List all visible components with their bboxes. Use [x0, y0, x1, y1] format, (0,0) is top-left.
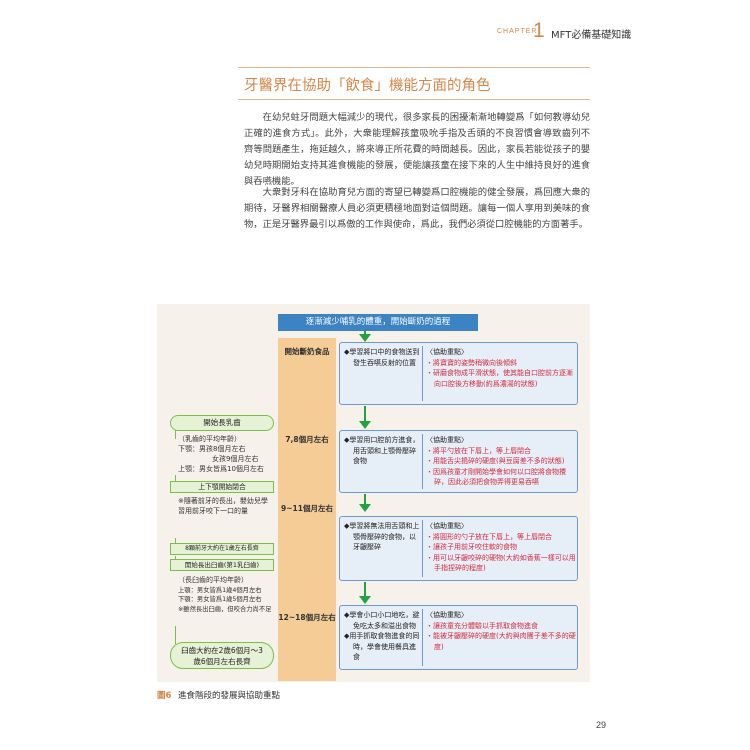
- left-connector-3: [175, 538, 176, 546]
- chapter-title: MFT必備基礎知識: [551, 30, 632, 41]
- box-1-points: 〈協助重點〉 ・將寶寶的姿勢稍微向後傾斜 ・研磨食物成平滑狀態，使其能自口腔前方…: [426, 348, 573, 388]
- arrow-line-0: [364, 331, 366, 335]
- arrow-head-0: [359, 334, 371, 342]
- section-title: 牙醫界在協助「飲食」機能方面的角色: [244, 78, 491, 94]
- lips-close-label: 上下顎開始閉合: [170, 481, 274, 493]
- paragraph-1: 在幼兒蛀牙問題大幅減少的現代，很多家長的困擾漸漸地轉變爲「如何教導幼兒正確的進食…: [244, 112, 590, 187]
- section-rule-bottom: [238, 99, 590, 100]
- box-4-goal: ◆學會小口小口地吃，避免吃太多和溢出食物 ◆用手抓取食物進食的同時，學會使用餐具…: [344, 611, 420, 661]
- left-connector-5: [175, 626, 176, 644]
- box-2-points: 〈協助重點〉 ・將平勺放在下唇上，等上唇閉合 ・用能舌尖搗碎的硬度(與豆腐差不多…: [426, 436, 566, 486]
- left-connector-1: [175, 425, 176, 439]
- arrow-head-1: [359, 421, 371, 429]
- paragraph-2: 大衆對牙科在協助育兒方面的寄望已轉變爲口腔機能的健全發展，爲回應大衆的期待，牙醫…: [244, 187, 590, 230]
- figure-caption-label: 圖6: [157, 691, 172, 701]
- stage-label-1: 開始斷奶食品: [284, 347, 330, 356]
- stage-box-3: ◆學習將無法用舌頭和上顎骨壓碎的食物，以牙齦壓碎 〈協助重點〉 ・將圓形的勺子放…: [339, 516, 578, 581]
- stage-box-2: ◆學習用口腔前方進食，用舌頭和上顎骨壓碎食物 〈協助重點〉 ・將平勺放在下唇上，…: [339, 430, 578, 493]
- box-2-goal: ◆學習用口腔前方進食，用舌頭和上顎骨壓碎食物: [344, 436, 420, 465]
- chapter-number: 1: [533, 19, 545, 42]
- front-teeth-note: ※隨著前牙的長出，嬰幼兒學習用前牙咬下一口的量: [178, 497, 268, 515]
- box-2-divider: [422, 434, 423, 489]
- stage-label-4: 12~18個月左右: [278, 613, 336, 622]
- timeline-column: [278, 338, 336, 681]
- teeth-average-block: （乳齒的平均年齡） 下顎：男孩8個月左右 女孩9個月左右 上顎：男女皆爲10個月…: [178, 435, 264, 473]
- molar-average-block: （長臼齒的平均年齡） 上顎：男女皆爲1歲4個月左右 下顎：男女皆爲1歲5個月左右…: [178, 576, 272, 613]
- arrow-head-2: [359, 504, 371, 512]
- left-connector-4: [175, 556, 176, 560]
- molar-complete-label: 臼齒大約在2歲6個月～3歲6個月左右長齊: [170, 642, 274, 669]
- box-4-points: 〈協助重點〉 ・讓孩童充分體驗以手抓取食物進食 ・能被牙齦壓碎的硬度(大約與肉團…: [426, 611, 576, 651]
- arrow-head-3: [359, 596, 371, 604]
- eight-teeth-label: 8顆前牙大約在1歲左右長齊: [170, 543, 274, 555]
- box-3-divider: [422, 520, 423, 577]
- figure-top-bar: 逐漸減少哺乳的體重，開始斷奶的過程: [278, 314, 478, 331]
- page-number: 29: [596, 720, 607, 730]
- box-3-points: 〈協助重點〉 ・將圓形的勺子放在下唇上，等上唇閉合 ・讓孩子用前牙咬住軟的食物 …: [426, 522, 576, 572]
- stage-label-2: 7,8個月左右: [285, 435, 329, 444]
- stage-label-3: 9~11個月左右: [281, 504, 333, 513]
- box-3-goal: ◆學習將無法用舌頭和上顎骨壓碎的食物，以牙齦壓碎: [344, 522, 420, 551]
- stage-box-1: ◆學習將口中的食物送到發生吞嚥反射的位置 〈協助重點〉 ・將寶寶的姿勢稍微向後傾…: [339, 342, 578, 405]
- arrow-line-2: [364, 494, 366, 505]
- arrow-line-3: [364, 582, 366, 597]
- arrow-line-1: [364, 406, 366, 422]
- box-4-divider: [422, 609, 423, 666]
- box-1-goal: ◆學習將口中的食物送到發生吞嚥反射的位置: [344, 348, 420, 367]
- chapter-label: CHAPTER: [497, 28, 538, 35]
- figure-caption-text: 進食階段的發展與協助重點: [178, 691, 281, 701]
- stage-box-4: ◆學會小口小口地吃，避免吃太多和溢出食物 ◆用手抓取食物進食的同時，學會使用餐具…: [339, 605, 578, 670]
- start-teeth-label: 開始長乳齒: [170, 415, 274, 431]
- box-1-divider: [422, 346, 423, 401]
- section-rule-top: [238, 67, 590, 68]
- molar-start-label: 開始長出臼齒(第1乳臼齒): [170, 559, 274, 571]
